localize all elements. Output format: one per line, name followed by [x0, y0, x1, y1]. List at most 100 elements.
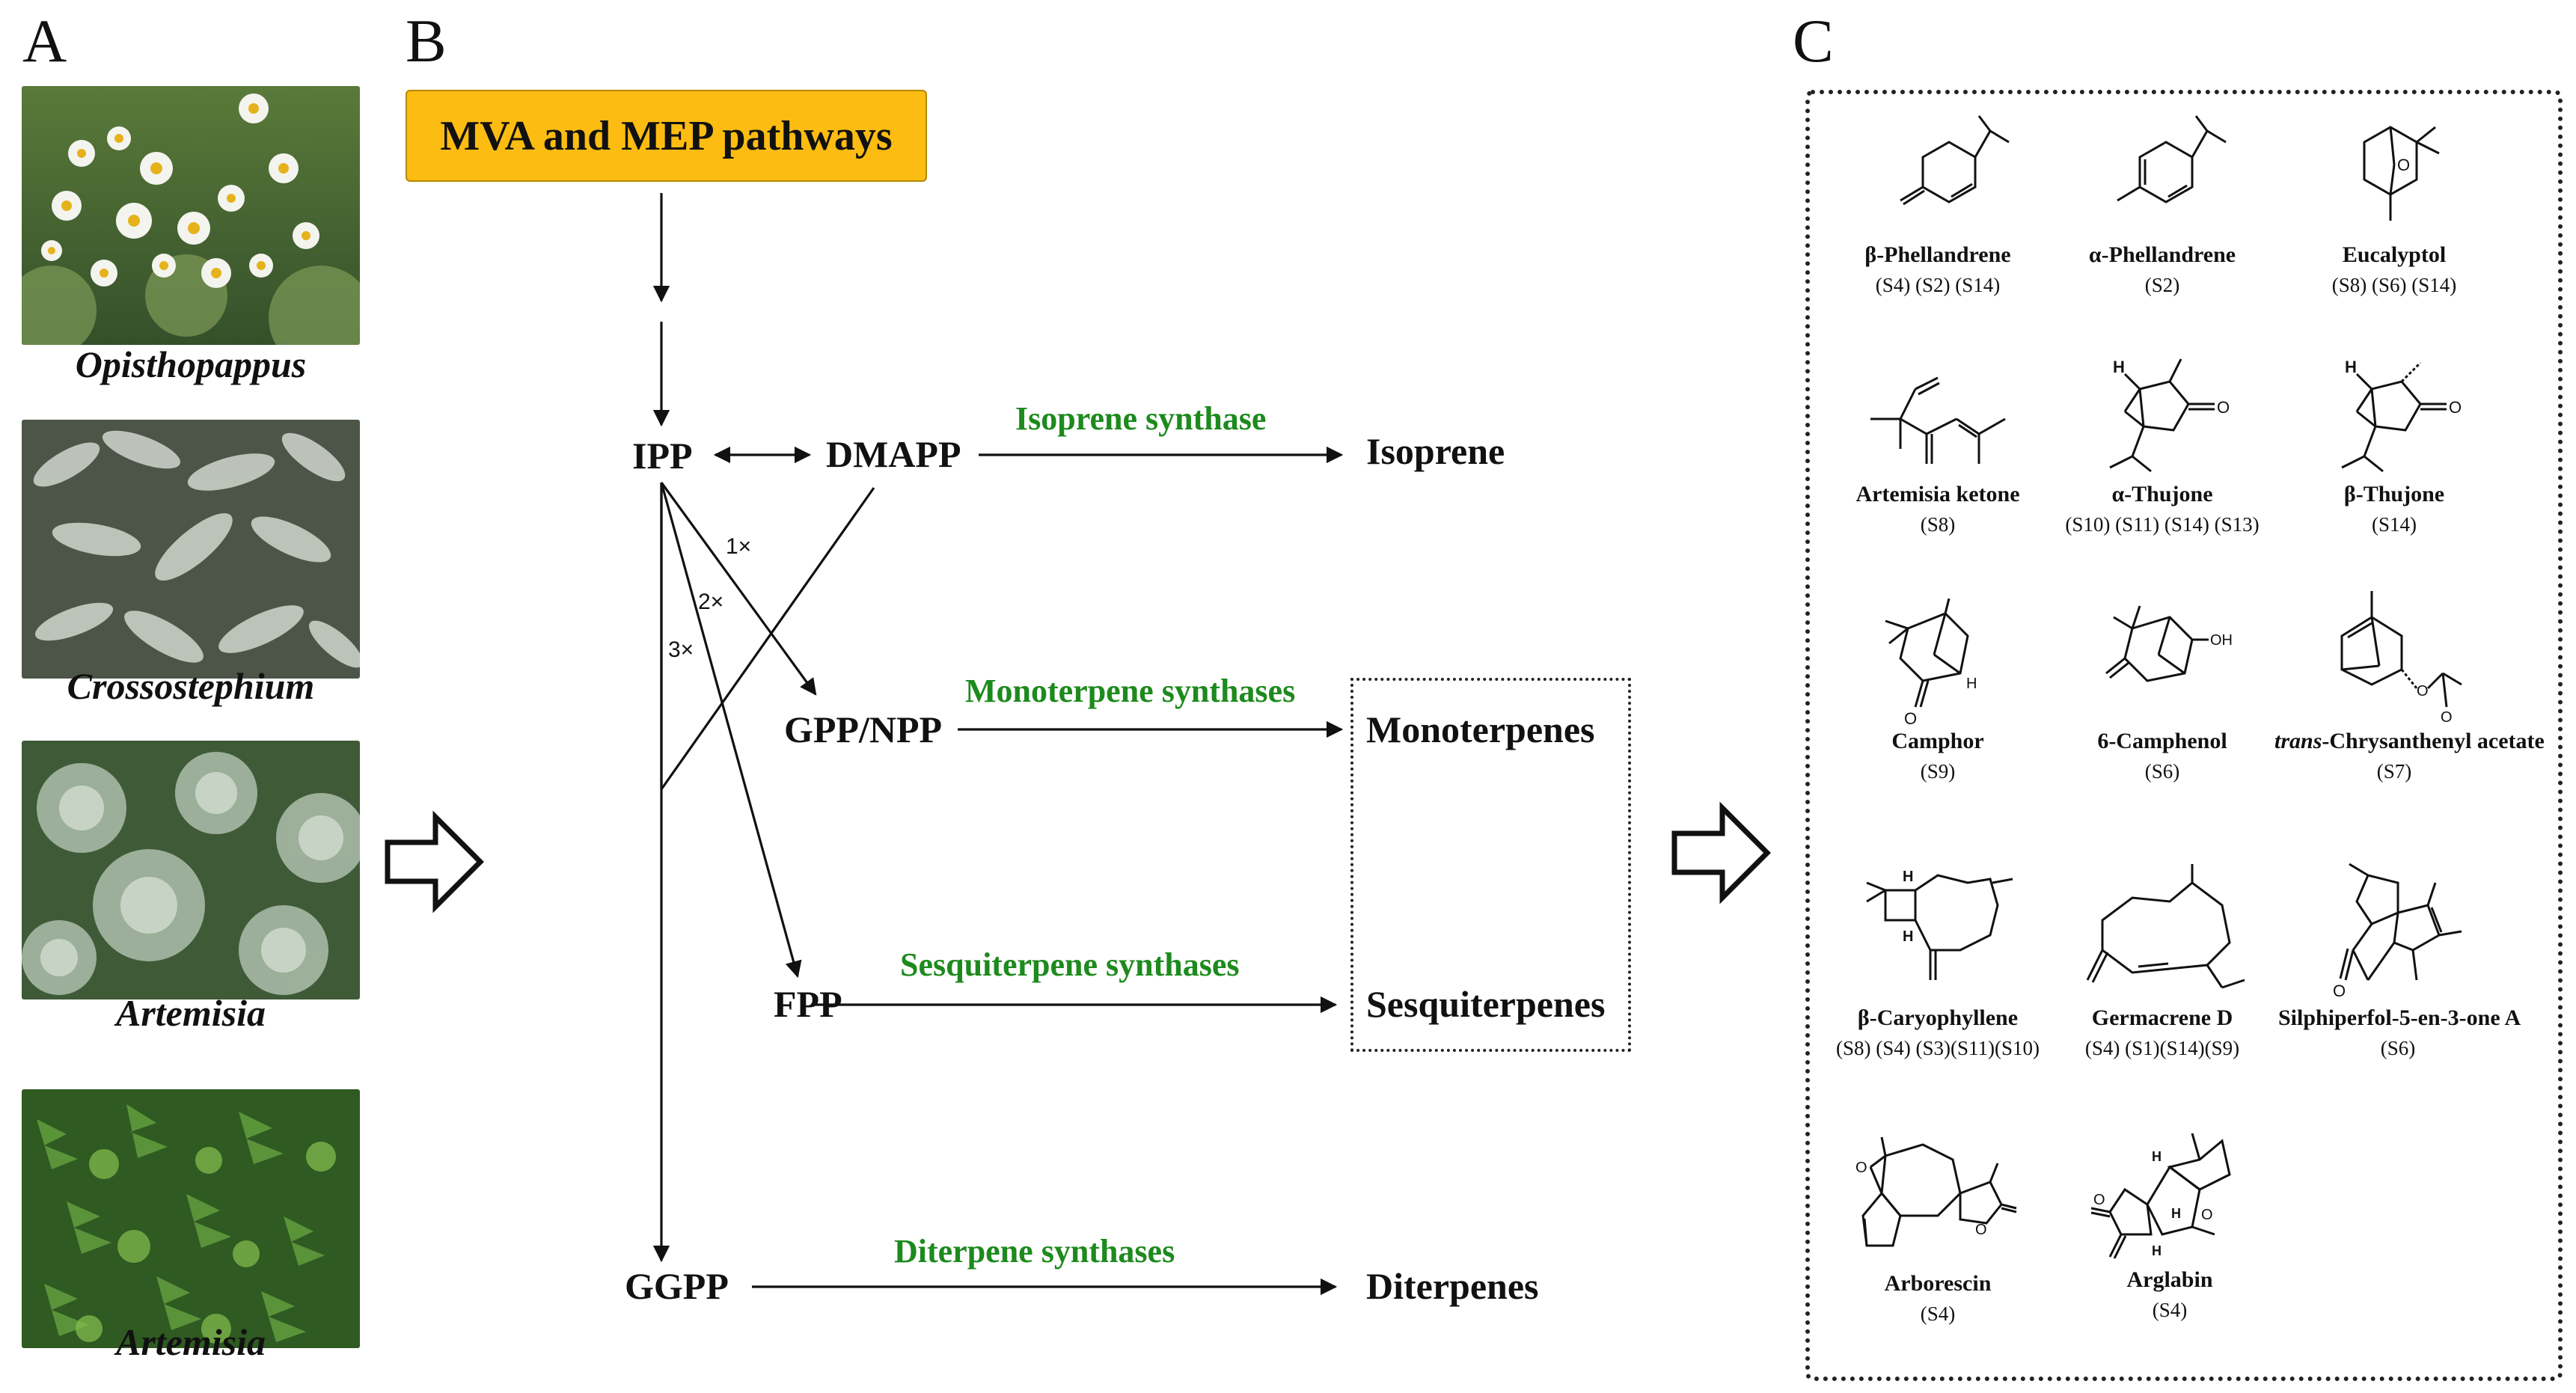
compound-sources: (S2) [2144, 274, 2180, 296]
compound-germacrene-d: Germacrene D (S4) (S1)(S14)(S9) [2043, 860, 2282, 1060]
count-2x: 2× [698, 590, 724, 614]
compound-name: β-Phellandrene [1864, 242, 2011, 267]
panel-label-c: C [1793, 7, 1834, 75]
enzyme-diterpene-synthases: Diterpene synthases [894, 1233, 1175, 1270]
product-diterpenes: Diterpenes [1366, 1265, 1539, 1307]
compound-name: Arborescin [1884, 1271, 1992, 1296]
compound-sources: (S4) (S2) (S14) [1875, 274, 2001, 296]
compound-name: β-Caryophyllene [1857, 1005, 2019, 1030]
photo-artemisia-1 [22, 741, 360, 999]
source-pathways-box: MVA and MEP pathways [406, 90, 927, 182]
photo-artemisia-2 [22, 1089, 360, 1348]
compound-name: Arglabin [2126, 1267, 2213, 1292]
camphor-h-label: H [1966, 676, 1977, 692]
compound-beta-phellandrene: β-Phellandrene (S4) (S2) (S14) [1818, 112, 2058, 297]
camphenol-structure: OH [2105, 605, 2233, 682]
photo-opisthopappus [22, 86, 360, 345]
compound-alpha-phellandrene: α-Phellandrene (S2) [2043, 112, 2282, 297]
silphiperfolenone-oxygen-label: O [2333, 982, 2346, 1000]
caryophyllene-h-top-label: H [1903, 869, 1913, 885]
chrysanthenyl-carbonyl-oxygen-label: O [2441, 709, 2453, 726]
beta-thujone-h-label: H [2345, 358, 2357, 376]
compound-6-camphenol: OH 6-Camphenol (S6) [2043, 598, 2282, 783]
alpha-phellandrene-structure [2117, 115, 2227, 203]
arborescin-lactone-oxygen-label: O [1975, 1222, 1987, 1238]
caryophyllene-h-bottom-label: H [1903, 928, 1913, 945]
alpha-thujone-structure: H O [2109, 358, 2230, 473]
germacrene-d-structure [2086, 864, 2245, 989]
compound-name: Germacrene D [2091, 1005, 2233, 1030]
compound-arglabin: O O H H H Arglabin (S4) [2050, 1115, 2289, 1322]
alpha-thujone-oxygen-label: O [2217, 398, 2230, 417]
compound-beta-caryophyllene: H H β-Caryophyllene (S8) (S4) (S3)(S11)(… [1818, 860, 2058, 1060]
compounds-panel [1805, 90, 2563, 1381]
compound-sources: (S6) [2380, 1037, 2416, 1059]
compound-sources: (S8) [1920, 513, 1956, 536]
compound-name-main: -Chrysanthenyl acetate [2322, 729, 2545, 753]
eucalyptol-oxygen-label: O [2397, 156, 2410, 174]
compound-name-prefix: trans [2274, 729, 2322, 753]
compound-camphor: O H Camphor (S9) [1818, 598, 2058, 783]
compound-eucalyptol: O Eucalyptol (S8) (S6) (S14) [2274, 112, 2514, 297]
photo-crossostephium [22, 420, 360, 679]
compound-name: β-Thujone [2343, 482, 2445, 506]
eucalyptol-structure: O [2363, 126, 2440, 221]
arglabin-h-bottom-label: H [2152, 1243, 2162, 1258]
product-monoterpenes: Monoterpenes [1366, 708, 1595, 750]
count-1x: 1× [726, 534, 752, 559]
compound-name: Silphiperfol-5-en-3-one A [2278, 1005, 2521, 1030]
compound-sources: (S10) (S11) (S14) (S13) [2065, 513, 2260, 536]
arglabin-h-top-label: H [2152, 1149, 2162, 1164]
arborescin-epoxide-oxygen-label: O [1855, 1160, 1867, 1176]
compound-name: Camphor [1891, 729, 1984, 753]
compound-sources: (S4) [1920, 1302, 1956, 1325]
enzyme-monoterpene-synthases: Monoterpene synthases [965, 673, 1296, 709]
beta-caryophyllene-structure: H H [1866, 869, 2013, 980]
photo-caption-artemisia-1: Artemisia [115, 992, 266, 1034]
camphenol-oh-label: OH [2210, 632, 2233, 649]
arglabin-structure: O O H H H [2090, 1133, 2231, 1259]
compound-sources: (S4) [2152, 1299, 2188, 1321]
compound-sources: (S4) (S1)(S14)(S9) [2084, 1037, 2240, 1059]
compound-trans-chrysanthenyl-acetate: O O trans-Chrysanthenyl acetate (S7) [2274, 584, 2545, 783]
chrysanthenyl-acetate-structure: O O [2340, 591, 2462, 726]
compound-name: α-Phellandrene [2088, 242, 2236, 267]
node-dmapp: DMAPP [826, 433, 961, 475]
node-ggpp: GGPP [625, 1265, 729, 1307]
enzyme-isoprene-synthase: Isoprene synthase [1015, 400, 1267, 437]
flow-arrow-a-to-b [385, 810, 484, 913]
beta-phellandrene-structure [1900, 115, 2010, 206]
arglabin-carbonyl-oxygen-label: O [2093, 1192, 2105, 1208]
camphor-oxygen-label: O [1904, 709, 1917, 726]
chrysanthenyl-ester-oxygen-label: O [2417, 683, 2429, 699]
node-ipp: IPP [632, 435, 693, 477]
compound-artemisia-ketone: Artemisia ketone (S8) [1818, 352, 2058, 536]
terpene-products-group-box [1350, 678, 1631, 1052]
artemisia-ketone-structure [1870, 376, 2006, 464]
arborescin-structure: O O [1855, 1136, 2017, 1247]
photo-caption-opisthopappus: Opisthopappus [75, 343, 307, 385]
flow-arrow-b-to-c [1671, 801, 1771, 904]
panel-label-a: A [22, 7, 67, 75]
compound-arborescin: O O Arborescin (S4) [1818, 1126, 2058, 1326]
photo-caption-crossostephium: Crossostephium [67, 665, 315, 707]
compound-sources: (S6) [2144, 760, 2180, 783]
product-sesquiterpenes: Sesquiterpenes [1366, 983, 1606, 1025]
node-gpp-npp: GPP/NPP [784, 708, 943, 750]
compound-name: α-Thujone [2111, 482, 2213, 506]
beta-thujone-oxygen-label: O [2449, 398, 2462, 417]
compound-sources: (S14) [2372, 513, 2417, 536]
panel-label-b: B [406, 7, 447, 75]
product-isoprene: Isoprene [1366, 430, 1505, 472]
node-fpp: FPP [774, 983, 842, 1025]
compound-silphiperfolenone: O Silphiperfol-5-en-3-one A (S6) [2278, 860, 2521, 1060]
arglabin-epoxide-oxygen-label: O [2201, 1207, 2213, 1223]
compound-name: trans-Chrysanthenyl acetate [2274, 729, 2545, 754]
compound-name: Eucalyptol [2342, 242, 2447, 267]
compound-name: Artemisia ketone [1855, 482, 2020, 506]
count-3x: 3× [668, 637, 694, 662]
compound-sources: (S7) [2376, 760, 2412, 783]
arglabin-h-mid-label: H [2171, 1206, 2181, 1221]
